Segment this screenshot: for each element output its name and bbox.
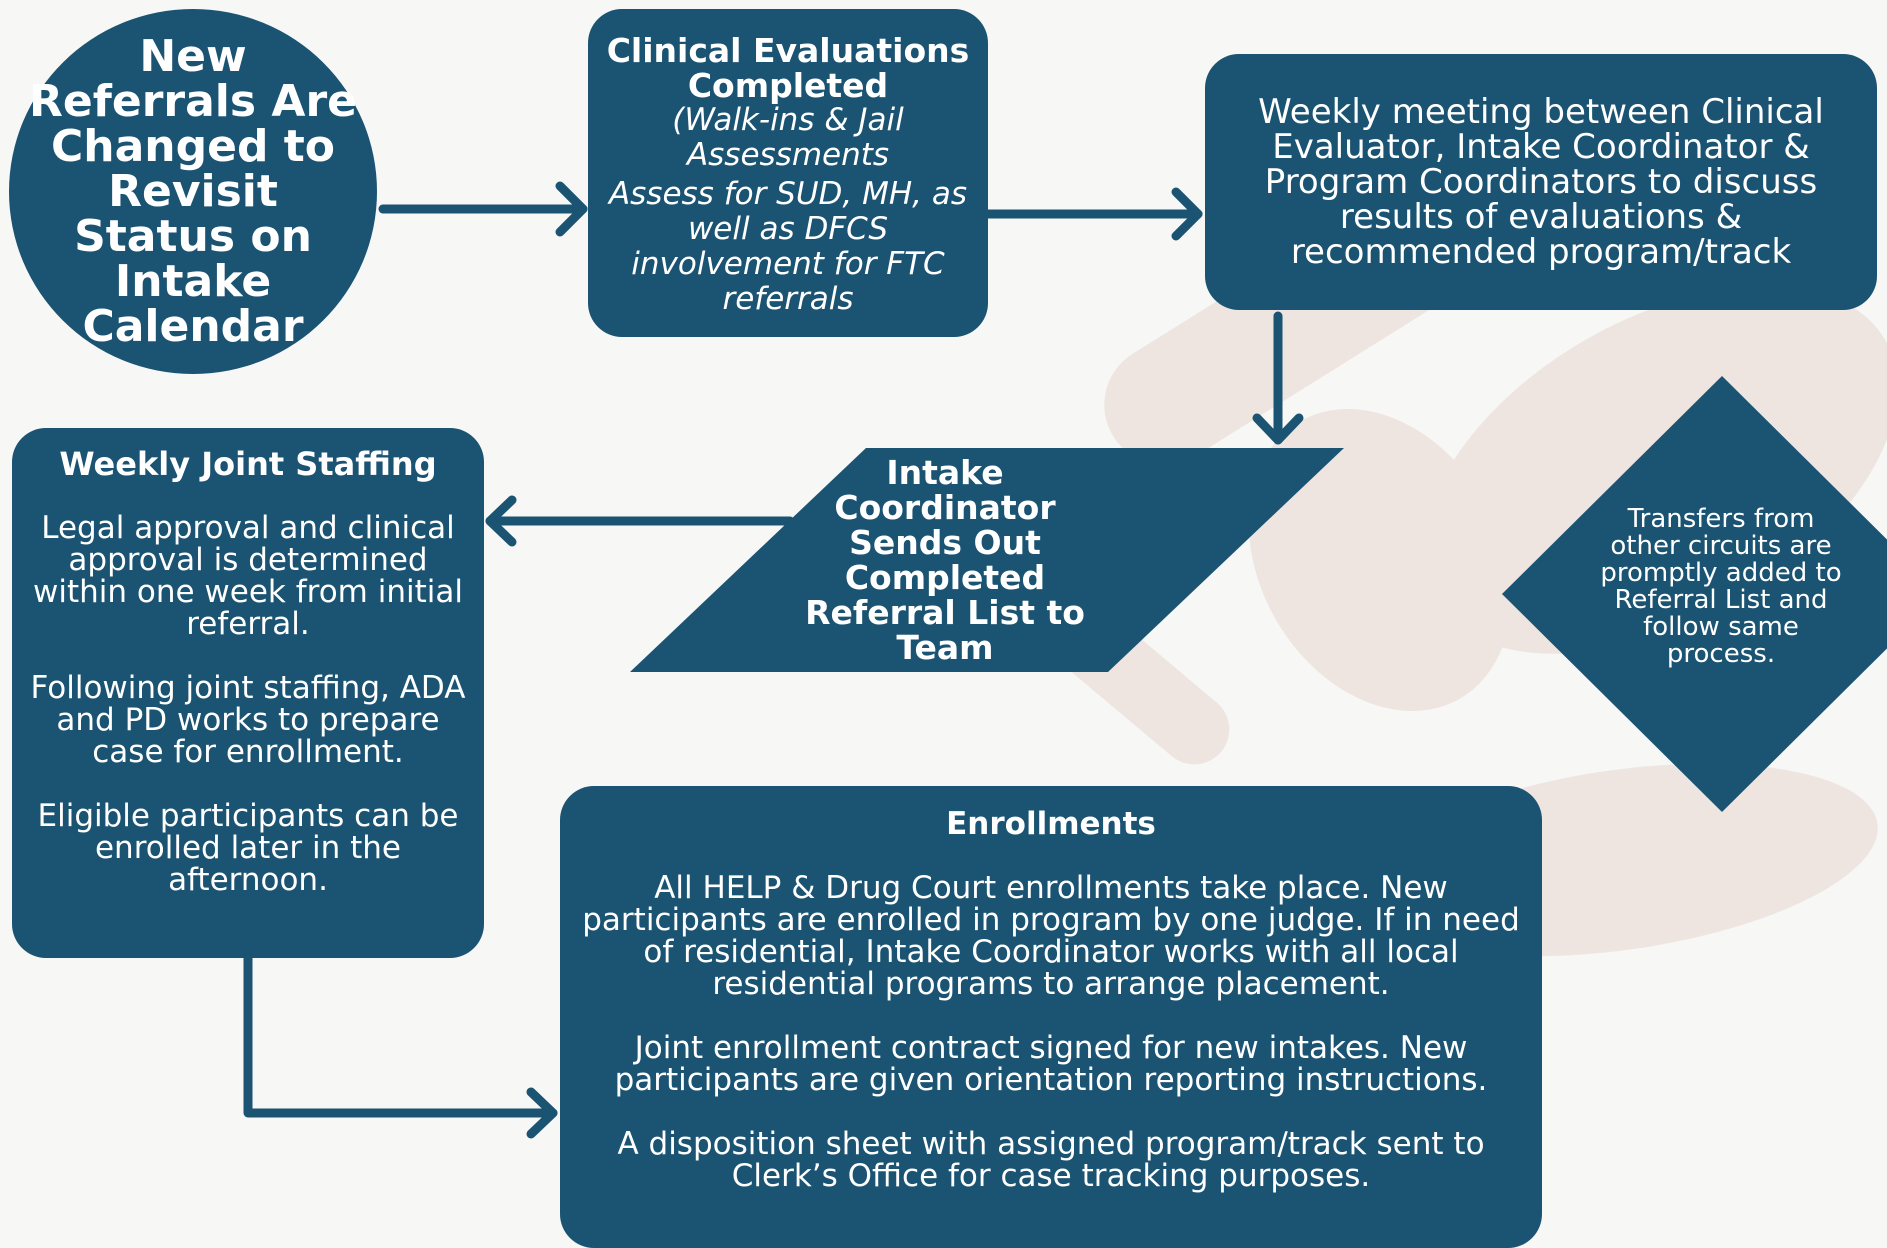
diamond-shape xyxy=(1502,376,1887,812)
staffing-paragraph-2: Following joint staffing, ADA and PD wor… xyxy=(30,670,466,770)
enrollments-paragraph-2: Joint enrollment contract signed for new… xyxy=(614,1030,1488,1098)
enrollments-paragraph-1: All HELP & Drug Court enrollments take p… xyxy=(582,870,1520,1002)
clinical-evaluations-title: Clinical Evaluations Completed xyxy=(606,31,970,105)
weekly-meeting-text: Weekly meeting between Clinical Evaluato… xyxy=(1258,91,1824,272)
weekly-joint-staffing-node: Weekly Joint Staffing Legal approval and… xyxy=(12,428,484,958)
clinical-evaluations-subtitle: (Walk-ins & Jail Assessments xyxy=(672,102,904,173)
new-referrals-node: New Referrals Are Changed to Revisit Sta… xyxy=(9,9,377,374)
arrow-staffing-to-enrollments xyxy=(243,953,558,1118)
new-referrals-text: New Referrals Are Changed to Revisit Sta… xyxy=(29,31,357,352)
enrollments-title: Enrollments xyxy=(946,806,1156,842)
staffing-paragraph-3: Eligible participants can be enrolled la… xyxy=(37,798,459,898)
intake-sends-text: Intake Coordinator Sends Out Completed R… xyxy=(805,453,1085,667)
clinical-evaluations-assess: Assess for SUD, MH, as well as DFCS invo… xyxy=(608,176,968,317)
enrollments-node: Enrollments All HELP & Drug Court enroll… xyxy=(560,786,1542,1248)
parallelogram-shape xyxy=(630,448,1344,672)
intake-sends-node: Intake Coordinator Sends Out Completed R… xyxy=(630,448,1344,672)
staffing-paragraph-1: Legal approval and clinical approval is … xyxy=(33,510,463,642)
clinical-evaluations-node: Clinical Evaluations Completed (Walk-ins… xyxy=(588,9,988,337)
transfers-node xyxy=(1502,376,1887,812)
weekly-meeting-node: Weekly meeting between Clinical Evaluato… xyxy=(1205,54,1877,310)
staffing-title: Weekly Joint Staffing xyxy=(59,445,437,483)
enrollments-paragraph-3: A disposition sheet with assigned progra… xyxy=(617,1126,1485,1194)
transfers-text: Transfers from other circuits are prompt… xyxy=(1600,504,1842,669)
